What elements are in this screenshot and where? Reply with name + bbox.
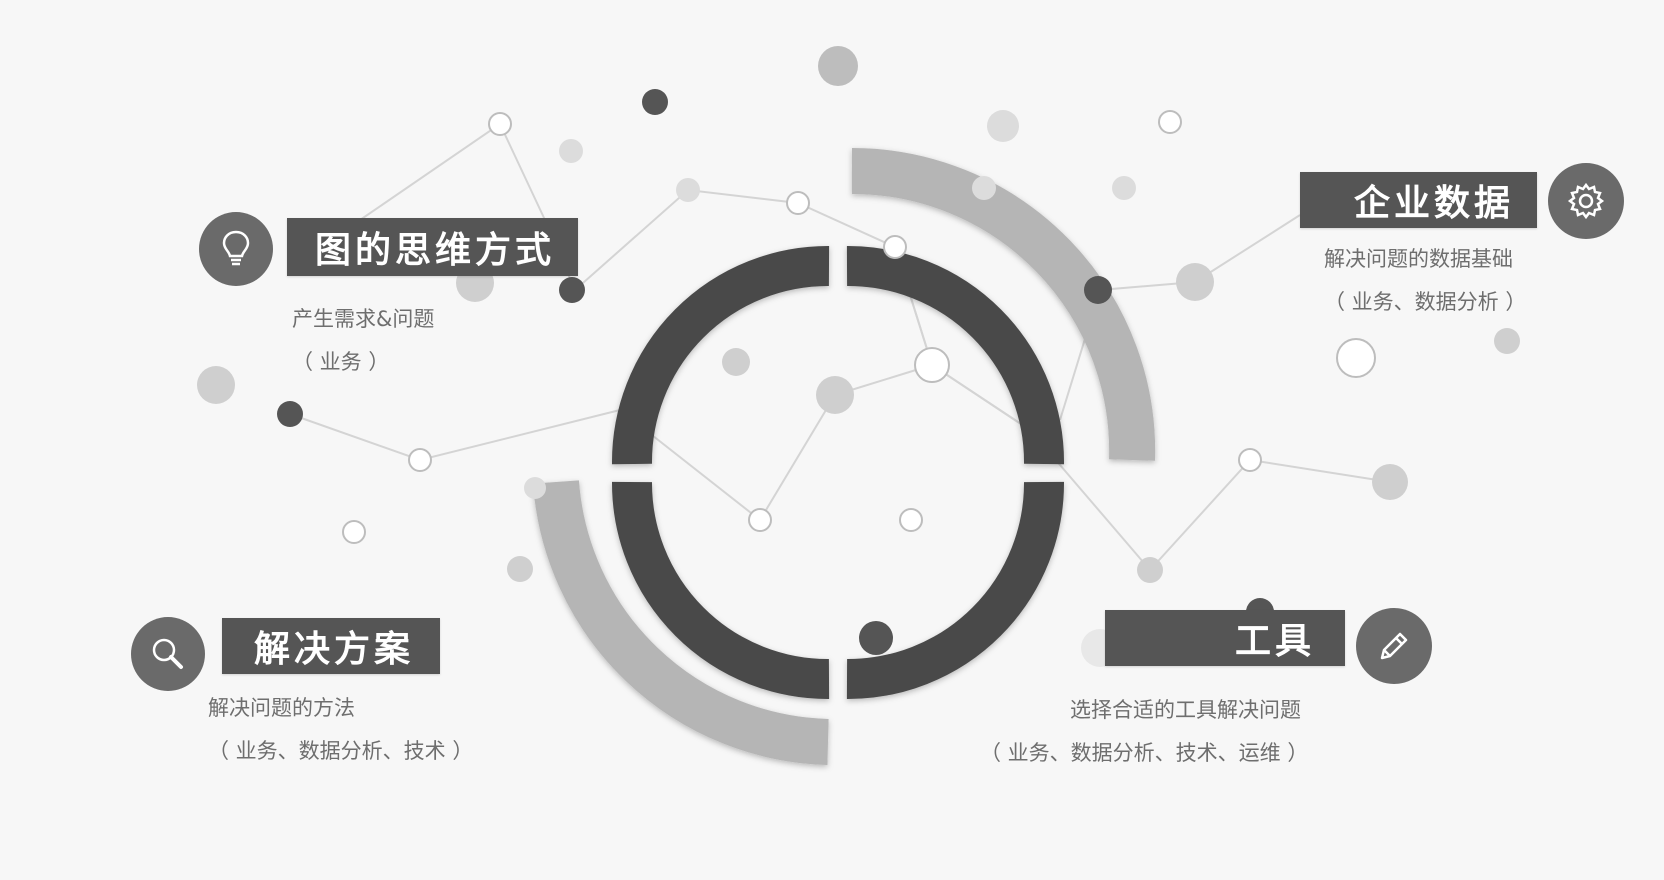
network-node [277,401,303,427]
ring [611,245,1065,700]
network-node [816,376,854,414]
desc-enterprise-1: 解决问题的数据基础 [1324,247,1513,271]
ring-quadrant-bottom-right [846,481,1065,700]
gear-icon-badge [1548,163,1624,239]
network-node [408,448,432,472]
network-node [883,235,907,259]
pencil-icon-badge [1356,608,1432,684]
network-node [642,89,668,115]
network-node [1137,557,1163,583]
network-node [899,508,923,532]
network-node [914,347,950,383]
network-node [1494,328,1520,354]
ring-quadrant-top-left [611,245,830,465]
network-node [1238,448,1262,472]
network-line [1059,214,1301,421]
network-nodes [197,46,1520,667]
title-tools: 工具 [1105,610,1345,666]
desc-tools-2: （ 业务、数据分析、技术、运维 ） [980,741,1309,765]
title-solution: 解决方案 [222,618,440,674]
arc-bottom-left [533,480,829,765]
network-node [1176,263,1214,301]
lightbulb-icon [222,230,250,266]
network-node [1336,338,1376,378]
ring-quadrant-top-right [846,245,1065,465]
network-node [507,556,533,582]
title-tools-text: 工具 [1234,621,1315,662]
network-node [1112,176,1136,200]
arc-top-right [851,148,1156,461]
network-node [748,508,772,532]
title-thinking: 图的思维方式 [287,218,578,276]
title-solution-text: 解决方案 [254,629,415,670]
network-line [931,364,1391,572]
title-enterprise-text: 企业数据 [1354,183,1515,224]
desc-tools-1: 选择合适的工具解决问题 [1070,698,1301,722]
search-icon-badge [131,617,205,691]
desc-enterprise-2: （ 业务、数据分析 ） [1324,290,1527,314]
desc-solution-1: 解决问题的方法 [208,696,355,720]
network-node [488,112,512,136]
network-node [1158,110,1182,134]
pencil-icon [1380,632,1408,660]
network-lines [289,122,1391,572]
network-node [559,277,585,303]
title-enterprise: 企业数据 [1300,172,1537,228]
network-node [197,366,235,404]
desc-thinking-2: （ 业务 ） [292,350,390,374]
network-node [676,178,700,202]
desc-solution-2: （ 业务、数据分析、技术 ） [208,739,474,763]
lightbulb-icon-badge [199,212,273,286]
title-thinking-text: 图的思维方式 [315,230,556,271]
network-node [1372,464,1408,500]
gear-icon [1567,182,1605,220]
network-node [859,621,893,655]
network-node [818,46,858,86]
search-icon [152,638,183,669]
network-node [987,110,1019,142]
network-node [524,477,546,499]
network-node [722,348,750,376]
network-node [786,191,810,215]
desc-thinking-1: 产生需求&问题 [292,307,435,331]
ring-quadrant-bottom-left [611,481,830,700]
network-node [1084,276,1112,304]
network-node [972,176,996,200]
network-node [559,139,583,163]
network-node [342,520,366,544]
